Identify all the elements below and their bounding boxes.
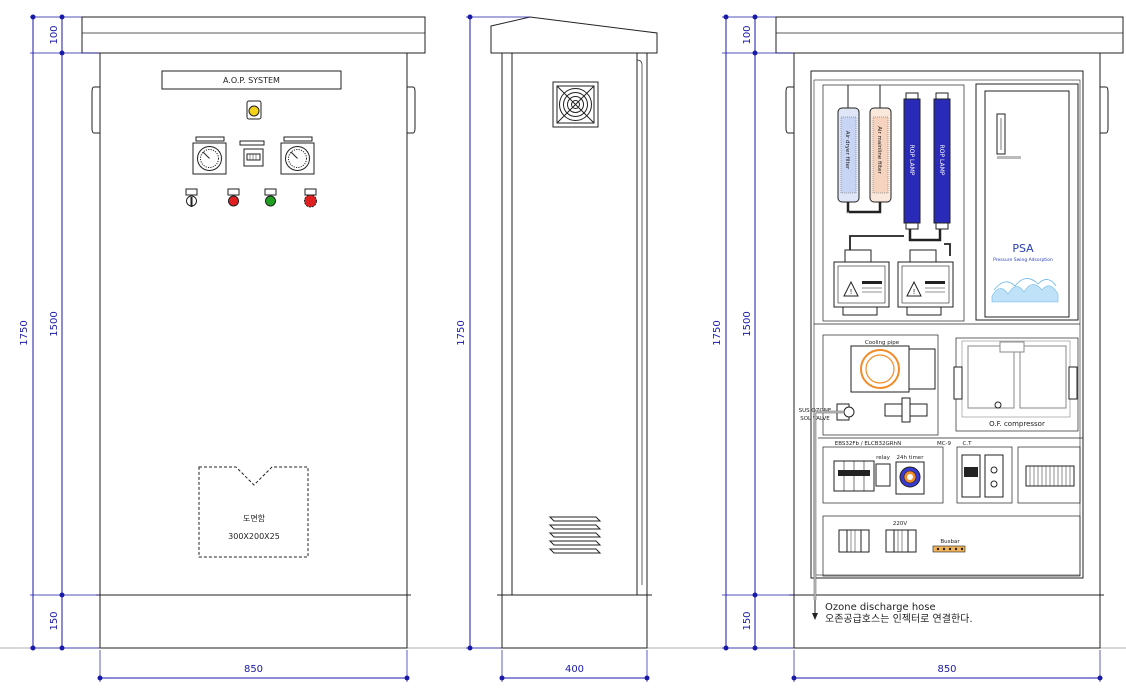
ct-label: C.T [963, 441, 973, 447]
psa-unit: PSA Pressure Swing Adsorption [975, 83, 1079, 321]
dim-front-top: 100 [49, 25, 60, 44]
air-dryer-filter: Air dryer filter [837, 85, 860, 203]
front-view: A.O.P. SYSTEM [81, 16, 426, 649]
selector-switch-icon [185, 188, 198, 207]
front-nameplate-label: A.O.P. SYSTEM [223, 76, 280, 85]
cooling-coil-icon [860, 349, 900, 389]
vent-louver-icon [548, 516, 602, 554]
cooling-section: Cooling pipe SUS OZONE SOL VALVE [799, 334, 939, 436]
psa-subtitle: Pressure Swing Adsorption [993, 257, 1053, 263]
fan-icon [552, 81, 599, 128]
air-dryer-filter-label: Air dryer filter [844, 131, 850, 170]
front-base [99, 594, 408, 649]
svg-text:!: ! [913, 288, 916, 296]
dim-front-body: 1500 [49, 311, 60, 336]
rear-base [793, 594, 1101, 649]
uv-lamp-1: ROP LAMP [903, 92, 921, 230]
dim-front-width: 850 [244, 664, 263, 675]
side-view [490, 16, 658, 649]
power-terminal-2 [885, 529, 917, 553]
breakers-label: EBS32Fb / ELCB32GRhN [835, 441, 901, 447]
hose-label-en: Ozone discharge hose [825, 602, 936, 613]
terminal-block-icon [1025, 465, 1075, 487]
dimension-lines [30, 14, 1103, 682]
dim-rear-top: 100 [742, 25, 753, 44]
filter-lamp-panel [822, 84, 965, 322]
side-base [501, 594, 648, 649]
uv-lamp-1-label: ROP LAMP [908, 145, 915, 176]
front-handle-left [91, 86, 100, 134]
pilot-lamp-red-icon [227, 188, 240, 207]
pilot-lamp-green-icon [264, 188, 277, 207]
uv-lamp-2-label: ROP LAMP [938, 145, 945, 176]
ct-icon [984, 454, 1004, 498]
pilot-lamp-yellow-icon [248, 105, 260, 117]
hose-label-ko: 오존공급호스는 인젝터로 연결한다. [825, 613, 973, 625]
dim-rear-total: 1750 [712, 320, 723, 345]
front-counter [239, 140, 265, 167]
power-terminal-1 [838, 529, 870, 553]
hose-arrow-icon [812, 613, 818, 620]
voltage-label: 220V [893, 521, 907, 527]
busbar-icon [932, 545, 966, 553]
drawing-pocket-size: 300X200X25 [228, 532, 280, 541]
emergency-stop-icon [304, 188, 317, 208]
busbar-label: Busbar [940, 539, 960, 545]
uv-lamp-2: ROP LAMP [933, 92, 951, 230]
side-roof [490, 16, 658, 54]
compressor: O.F. compressor [953, 337, 1079, 432]
mc-label: MC-9 [937, 441, 952, 447]
air-mainline-filter-label: Air mainline filter [876, 126, 882, 174]
svg-text:!: ! [850, 288, 853, 296]
timer-label: 24h timer [897, 455, 925, 461]
compressor-label: O.F. compressor [989, 420, 1045, 428]
drawing-pocket-label: 도면함 [243, 513, 266, 523]
rear-roof [775, 16, 1124, 54]
drawing-pocket: 도면함 300X200X25 [198, 466, 309, 558]
dim-side-total: 1750 [456, 320, 467, 345]
psa-title: PSA [1012, 242, 1034, 255]
front-handle-right [407, 86, 416, 134]
dim-front-base: 150 [49, 611, 60, 630]
dim-side-width: 400 [565, 664, 584, 675]
contactor-icon [961, 454, 981, 498]
front-meter-right [280, 136, 315, 175]
relay-label: relay [876, 455, 890, 461]
timer-icon [895, 461, 925, 495]
rear-view: Air dryer filter Air mainline filter ROP… [775, 16, 1124, 649]
front-nameplate [161, 70, 342, 90]
front-roof [81, 16, 426, 54]
dim-rear-body: 1500 [742, 311, 753, 336]
cooling-pipe-label: Cooling pipe [865, 340, 900, 346]
side-body [501, 52, 648, 596]
breaker-block [833, 460, 875, 492]
dim-rear-width: 850 [937, 664, 956, 675]
air-mainline-filter: Air mainline filter [869, 85, 892, 203]
ozone-generator-2: ! [897, 249, 954, 316]
dim-front-total: 1750 [19, 320, 30, 345]
front-meter-left [192, 136, 227, 175]
dim-rear-base: 150 [742, 611, 753, 630]
ozone-generator-1: ! [833, 249, 890, 316]
relay-icon [875, 463, 891, 487]
